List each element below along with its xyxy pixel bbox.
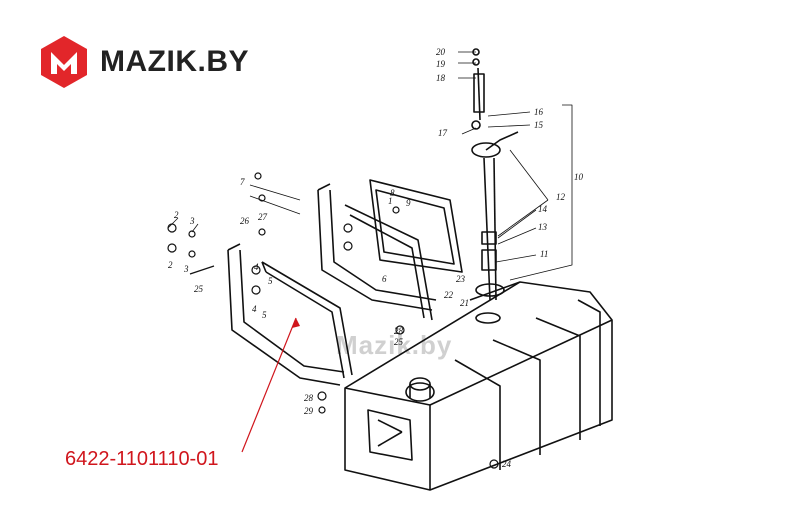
label-16: 16 (534, 107, 544, 117)
fuel-tank (344, 281, 613, 491)
label-18: 18 (436, 73, 446, 83)
label-8: 8 (390, 188, 395, 198)
front-bracket (227, 243, 353, 386)
label-5b: 5 (262, 310, 267, 320)
label-26: 26 (240, 216, 250, 226)
leader-lines (167, 51, 573, 281)
label-11: 11 (540, 249, 548, 259)
part-number-callout[interactable]: 6422-1101110-01 (65, 448, 219, 470)
brand-logo[interactable]: MAZIK.BY (38, 34, 249, 90)
rear-bracket (317, 183, 437, 321)
part-labels: 20 19 18 16 15 17 10 12 14 13 11 7 8 9 1… (168, 47, 584, 469)
label-19: 19 (436, 59, 446, 69)
label-2a: 2 (174, 210, 179, 220)
label-22: 22 (444, 290, 454, 300)
brand-name: MAZIK.BY (100, 45, 249, 78)
label-23: 23 (456, 274, 466, 284)
label-10: 10 (574, 172, 584, 182)
label-25a: 25 (194, 284, 204, 294)
label-2b: 2 (168, 260, 173, 270)
label-25: 25 (394, 337, 404, 347)
label-6: 6 (382, 274, 387, 284)
label-15: 15 (534, 120, 544, 130)
label-4a: 4 (254, 262, 259, 272)
label-14: 14 (538, 204, 548, 214)
label-27: 27 (258, 212, 268, 222)
label-28b: 28 (304, 393, 314, 403)
label-29: 29 (304, 406, 314, 416)
label-5a: 5 (268, 276, 273, 286)
label-4b: 4 (252, 304, 257, 314)
rubber-pad (369, 179, 463, 273)
label-13: 13 (538, 222, 548, 232)
label-3a: 3 (189, 216, 195, 226)
label-12: 12 (556, 192, 566, 202)
label-1: 1 (388, 196, 393, 206)
callout-line (241, 317, 297, 453)
label-17: 17 (438, 128, 448, 138)
label-9: 9 (406, 198, 411, 208)
callout-arrowhead (292, 318, 300, 328)
fuel-level-sender (471, 48, 519, 324)
label-21: 21 (460, 298, 469, 308)
label-7: 7 (240, 177, 245, 187)
logo-m-icon (41, 36, 87, 88)
label-28a: 28 (394, 326, 404, 336)
label-24: 24 (502, 459, 512, 469)
label-3b: 3 (183, 264, 189, 274)
fasteners (167, 172, 499, 469)
label-20: 20 (436, 47, 446, 57)
